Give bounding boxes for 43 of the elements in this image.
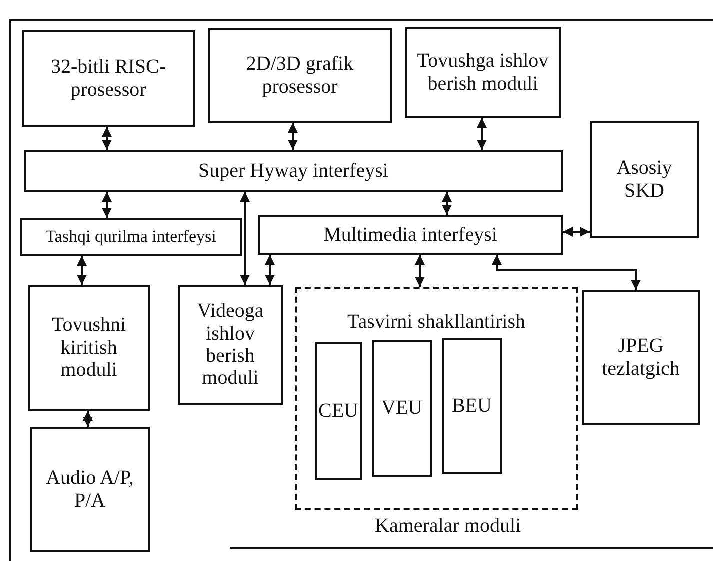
block-label: 2D/3D grafik prosessor [245,53,355,98]
block-box [20,218,242,256]
block-label: VEU [381,397,423,420]
block-label: 32-bitli RISC-prosessor [50,56,167,101]
block-label: Tashqi qurilma interfeysi [46,227,216,247]
double-arrow [83,411,93,427]
double-arrow [102,127,112,150]
double-arrow [265,255,275,285]
double-arrow [563,227,590,237]
block-box [28,285,150,411]
block-box [590,121,699,238]
block-label: Asosiy SKD [616,157,674,202]
double-arrow [492,255,641,290]
block-box [372,340,432,477]
block-label: Videoga ishlov berish moduli [196,300,265,390]
group-box [295,287,578,510]
block-label: Tovushga ishlov berish moduli [416,50,550,95]
block-box [405,27,561,118]
group-caption: Kameralar moduli [375,515,522,538]
block-box [178,285,283,405]
block-box [315,342,362,480]
double-arrow [102,192,112,218]
block-label: Multimedia interfeysi [324,224,498,246]
block-label: Tasvirni shakllantirish [347,311,526,334]
double-arrow [240,192,250,285]
block-label: CEU [318,400,358,422]
double-arrow [415,255,425,287]
block-box [208,28,392,123]
block-box [582,290,700,425]
block-box [22,30,195,127]
block-box [258,215,563,255]
block-label: Tovushni kiritish moduli [50,314,128,382]
double-arrow [442,192,452,215]
double-arrow [477,118,487,150]
block-label: Audio A/P, P/A [45,467,135,512]
block-label: BEU [452,394,492,418]
block-box [30,427,150,552]
block-box [24,150,563,192]
block-label: JPEG tezlatgich [601,335,681,380]
block-label: Super Hyway interfeysi [198,160,388,182]
block-box [442,338,502,474]
double-arrow [77,256,87,285]
double-arrow [288,123,298,150]
